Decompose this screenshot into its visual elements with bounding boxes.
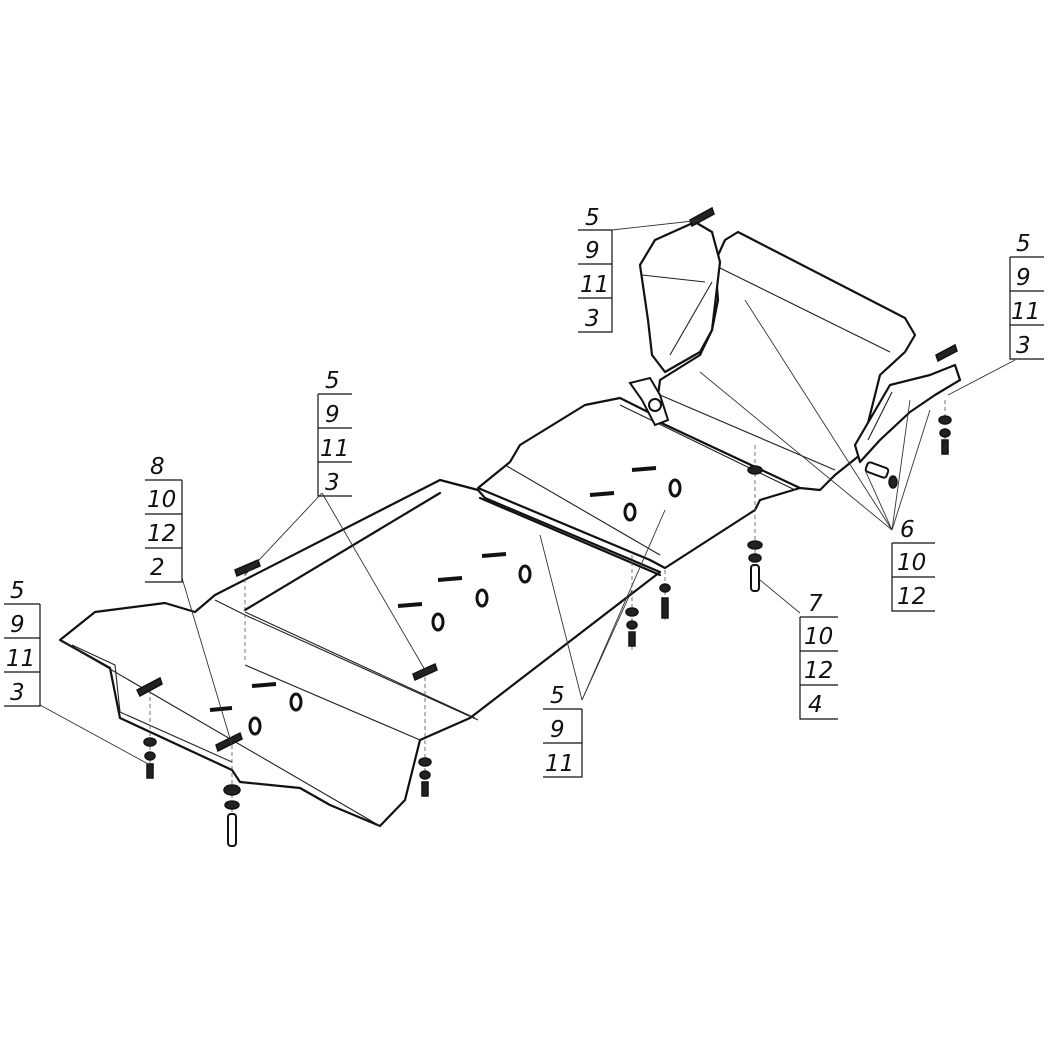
callout-right-lower: 7 10 12 4 xyxy=(799,591,838,720)
callout-far-left-line-3: 11 xyxy=(6,646,35,672)
callout-mid-left-line-4: 3 xyxy=(325,470,340,496)
callout-right-lower-line-3: 12 xyxy=(804,658,833,684)
callout-left-upper-line-3: 12 xyxy=(147,521,176,547)
callout-bottom-center: 5 9 11 xyxy=(543,683,583,778)
callout-right-mid-line-1: 6 xyxy=(900,517,915,543)
leader-lines xyxy=(39,219,1016,766)
callout-top-right-line-1: 5 xyxy=(1016,231,1031,257)
callout-left-upper: 8 10 12 2 xyxy=(145,454,183,583)
callout-left-upper-line-2: 10 xyxy=(147,487,176,513)
callout-right-mid-line-3: 12 xyxy=(897,584,926,610)
ventilation-slots xyxy=(209,466,657,712)
callout-right-mid-line-2: 10 xyxy=(897,550,926,576)
callout-far-left: 5 9 11 3 xyxy=(4,578,41,707)
callout-mid-left-line-3: 11 xyxy=(320,436,349,462)
callout-top-right-line-2: 9 xyxy=(1016,265,1031,291)
bracket-rear-left xyxy=(638,220,722,374)
callout-top-center: 5 9 11 3 xyxy=(578,205,613,333)
callout-bottom-center-line-3: 11 xyxy=(545,751,574,777)
oval-holes xyxy=(248,478,682,736)
callout-left-upper-line-4: 2 xyxy=(150,555,165,581)
callout-bottom-center-line-1: 5 xyxy=(550,683,565,709)
callout-mid-left: 5 9 11 3 xyxy=(317,368,352,497)
callout-bottom-center-line-2: 9 xyxy=(550,717,565,743)
callout-right-lower-line-1: 7 xyxy=(808,591,823,617)
callout-right-mid: 6 10 12 xyxy=(891,517,935,612)
plate-front-left xyxy=(58,478,662,828)
callout-far-left-line-1: 5 xyxy=(10,578,25,604)
callout-top-right-line-3: 11 xyxy=(1011,299,1040,325)
callout-right-lower-line-4: 4 xyxy=(808,692,823,718)
callout-far-left-line-4: 3 xyxy=(10,680,25,706)
callout-top-right-line-4: 3 xyxy=(1016,333,1031,359)
callout-top-center-line-1: 5 xyxy=(585,205,600,231)
callout-top-center-line-4: 3 xyxy=(585,306,600,332)
callout-top-center-line-2: 9 xyxy=(585,238,600,264)
bracket-rear-right xyxy=(853,363,962,464)
callout-top-right: 5 9 11 3 xyxy=(1009,231,1044,360)
callout-mid-left-line-1: 5 xyxy=(325,368,340,394)
callout-left-upper-line-1: 8 xyxy=(150,454,165,480)
callout-mid-left-line-2: 9 xyxy=(325,402,340,428)
fasteners xyxy=(135,206,958,847)
callout-right-lower-line-2: 10 xyxy=(804,624,833,650)
callout-top-center-line-3: 11 xyxy=(580,272,609,298)
callout-far-left-line-2: 9 xyxy=(10,612,25,638)
